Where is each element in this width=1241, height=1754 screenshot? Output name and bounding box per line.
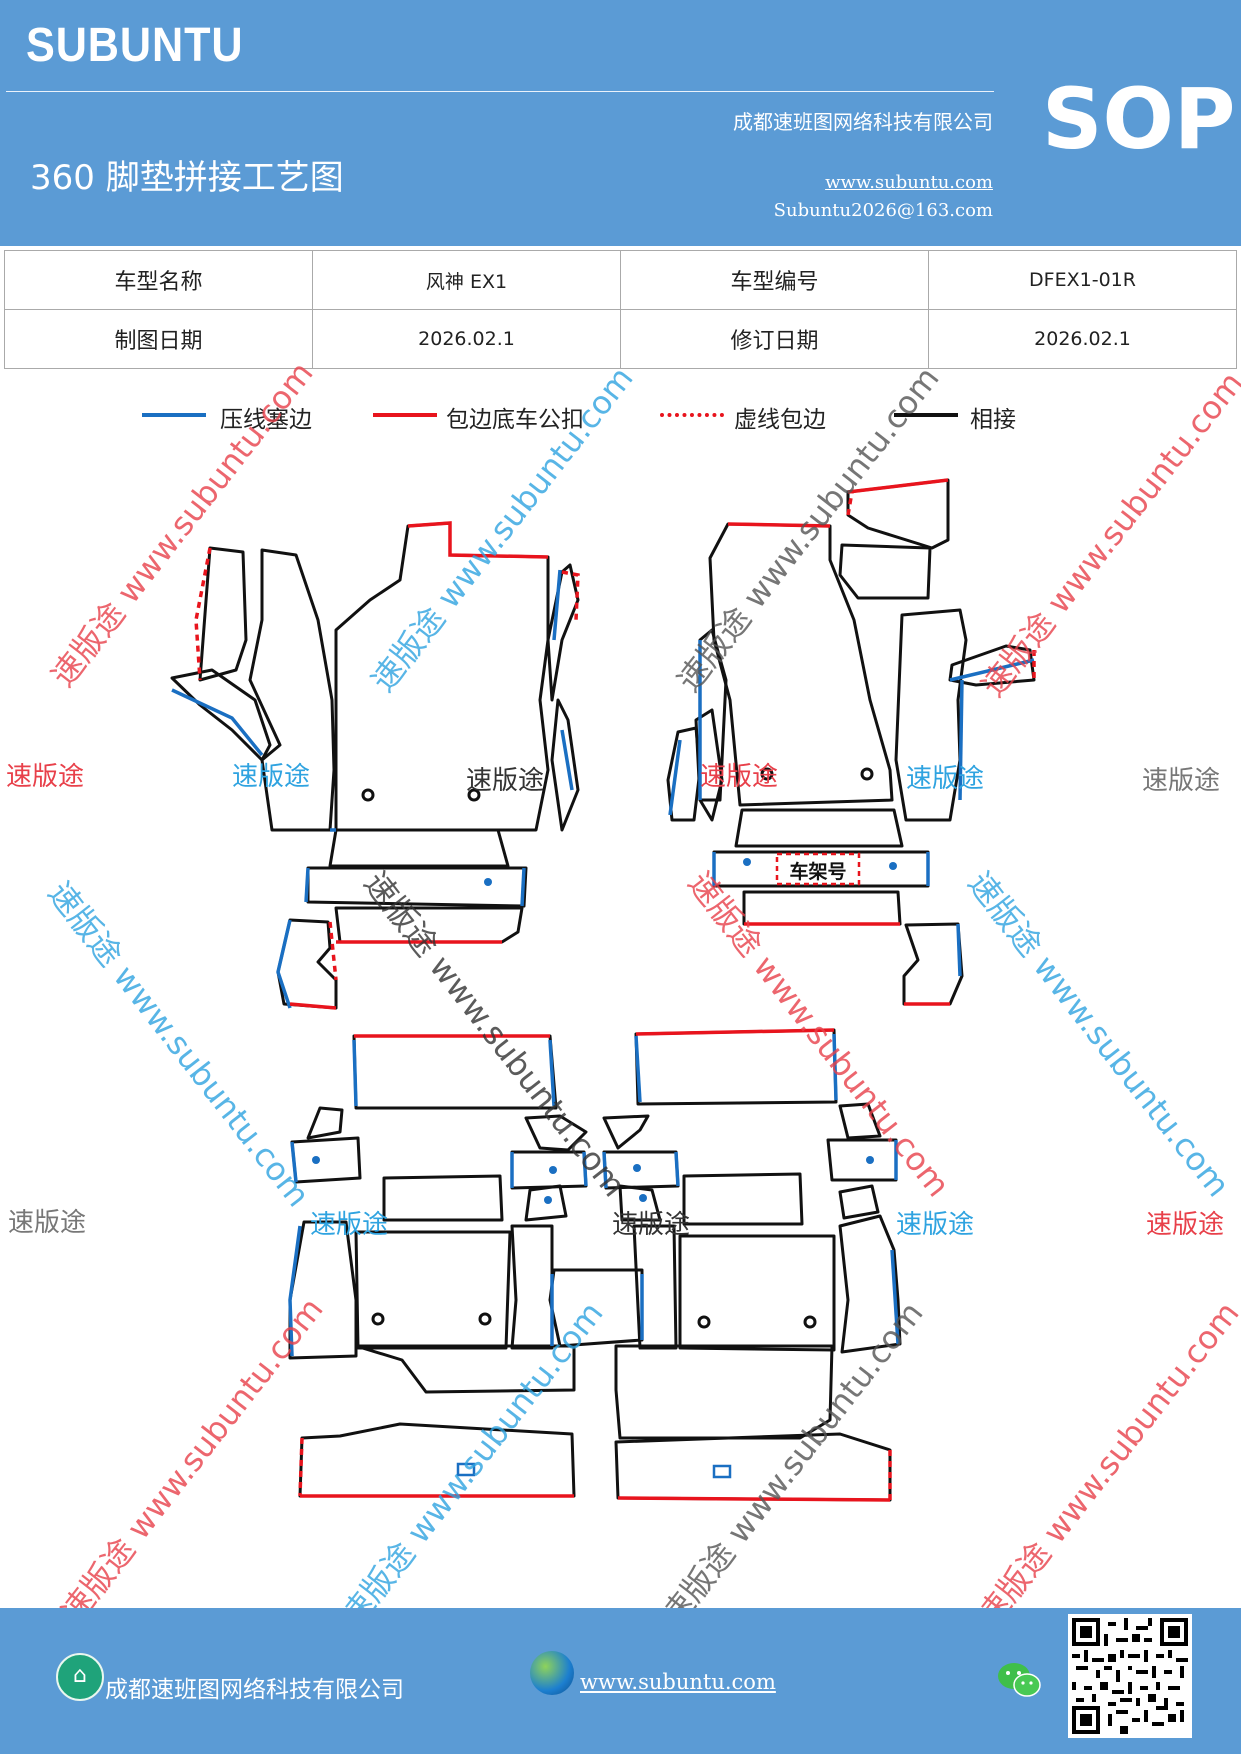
mat-piece xyxy=(678,1234,836,1352)
header-website-link[interactable]: www.subuntu.com xyxy=(825,172,993,193)
mat-piece xyxy=(354,1230,512,1350)
footer-company: 成都速班图网络科技有限公司 xyxy=(105,1677,404,1703)
label-model-name: 车型名称 xyxy=(4,250,313,310)
mat-piece xyxy=(742,890,902,926)
mat-piece xyxy=(602,1114,650,1150)
mat-piece xyxy=(838,1214,902,1354)
legend: 压线塞边 包边底车公扣 虚线包边 相接 xyxy=(0,396,1241,436)
table-row: 制图日期 2026.02.1 修订日期 2026.02.1 xyxy=(4,309,1237,369)
globe-icon xyxy=(530,1651,574,1695)
qr-code xyxy=(1068,1614,1192,1738)
label-drawing-date: 制图日期 xyxy=(4,309,313,369)
sop-badge: SOP xyxy=(1042,70,1236,168)
mat-piece xyxy=(524,1114,588,1152)
mat-piece xyxy=(546,563,580,702)
mat-piece xyxy=(682,1172,804,1226)
legend-label-joined: 相接 xyxy=(970,407,1016,433)
value-drawing-date: 2026.02.1 xyxy=(312,309,621,369)
mat-piece xyxy=(306,1106,344,1140)
company-icon: ⌂ xyxy=(56,1653,104,1701)
mat-piece xyxy=(510,1224,554,1350)
header-company: 成都速班图网络科技有限公司 xyxy=(733,110,993,134)
frame-number-label: 车架号 xyxy=(789,860,846,883)
table-row: 车型名称 风神 EX1 车型编号 DFEX1-01R xyxy=(4,250,1237,310)
footer-banner: ⌂ 成都速班图网络科技有限公司 www.subuntu.com xyxy=(0,1608,1241,1754)
legend-line-black xyxy=(894,413,958,417)
value-revision-date: 2026.02.1 xyxy=(928,309,1237,369)
mat-piece xyxy=(632,1224,678,1350)
mat-piece xyxy=(838,1184,880,1220)
mat-piece xyxy=(618,1184,662,1222)
legend-label-dashed-edge: 虚线包边 xyxy=(734,407,826,433)
mat-piece xyxy=(248,548,336,832)
mat-piece xyxy=(902,922,964,1006)
mat-piece xyxy=(354,1344,576,1394)
brand-logo: SUBUNTU xyxy=(26,19,244,72)
legend-line-red xyxy=(373,413,437,417)
mat-piece xyxy=(894,608,968,822)
mat-piece xyxy=(334,906,524,944)
header-divider xyxy=(6,91,994,92)
legend-label-press-line: 压线塞边 xyxy=(220,407,312,433)
value-model-code: DFEX1-01R xyxy=(928,250,1237,310)
wechat-icon[interactable] xyxy=(996,1660,1042,1700)
label-revision-date: 修订日期 xyxy=(620,309,929,369)
page-title: 360 脚垫拼接工艺图 xyxy=(30,158,344,198)
legend-line-dashed-red xyxy=(660,413,724,417)
value-model-name: 风神 EX1 xyxy=(312,250,621,310)
header-banner: SUBUNTU 成都速班图网络科技有限公司 360 脚垫拼接工艺图 www.su… xyxy=(0,0,1241,246)
mat-piece xyxy=(550,698,580,832)
mat-layout-drawing: 车架号 xyxy=(170,478,1036,1502)
mat-piece xyxy=(328,828,510,868)
legend-label-edge-buckle: 包边底车公扣 xyxy=(446,407,584,433)
mat-piece xyxy=(198,546,248,682)
vehicle-info-table: 车型名称 风神 EX1 车型编号 DFEX1-01R 制图日期 2026.02.… xyxy=(4,250,1237,369)
mat-piece xyxy=(838,1102,882,1140)
mat-piece xyxy=(524,1184,568,1222)
label-model-code: 车型编号 xyxy=(620,250,929,310)
mat-piece xyxy=(838,543,932,600)
mat-piece xyxy=(170,668,272,762)
mat-piece xyxy=(734,808,904,848)
header-email-link[interactable]: Subuntu2026@163.com xyxy=(773,200,993,221)
mat-piece xyxy=(382,1174,504,1222)
footer-website-link[interactable]: www.subuntu.com xyxy=(580,1670,776,1694)
legend-line-blue xyxy=(142,413,206,417)
mat-piece xyxy=(614,1344,834,1440)
